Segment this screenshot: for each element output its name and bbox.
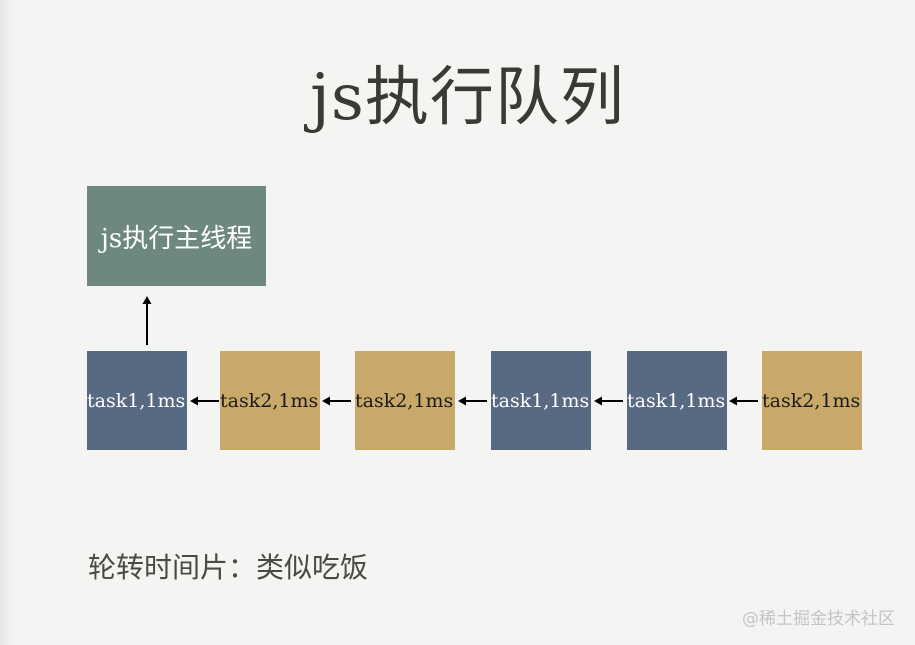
left-arrow-icon (729, 396, 758, 406)
watermark: @稀土掘金技术社区 (742, 609, 895, 629)
task-label: task1,1ms (627, 390, 726, 412)
diagram-title: js执行队列 (310, 61, 625, 135)
task-box-3 (355, 351, 455, 450)
left-arrow-icon (594, 396, 623, 406)
task-box-5 (627, 351, 727, 450)
task-label: task2,1ms (762, 390, 861, 412)
task-box-1 (87, 351, 187, 450)
up-arrow-icon (142, 296, 152, 345)
left-arrow-icon (458, 396, 487, 406)
left-arrow-icon (190, 396, 219, 406)
footer-note: 轮转时间片：类似吃饭 (88, 551, 369, 584)
main-thread-label: js执行主线程 (100, 223, 253, 254)
task-label: task1,1ms (491, 390, 590, 412)
task-label: task2,1ms (220, 390, 319, 412)
task-label: task2,1ms (355, 390, 454, 412)
main-thread-box: js执行主线程 (87, 186, 266, 286)
task-box-2 (220, 351, 320, 450)
task-label: task1,1ms (87, 390, 186, 412)
task-box-6 (762, 351, 862, 450)
left-arrow-icon (322, 396, 351, 406)
task-box-4 (491, 351, 591, 450)
left-edge-shadow (0, 0, 14, 645)
